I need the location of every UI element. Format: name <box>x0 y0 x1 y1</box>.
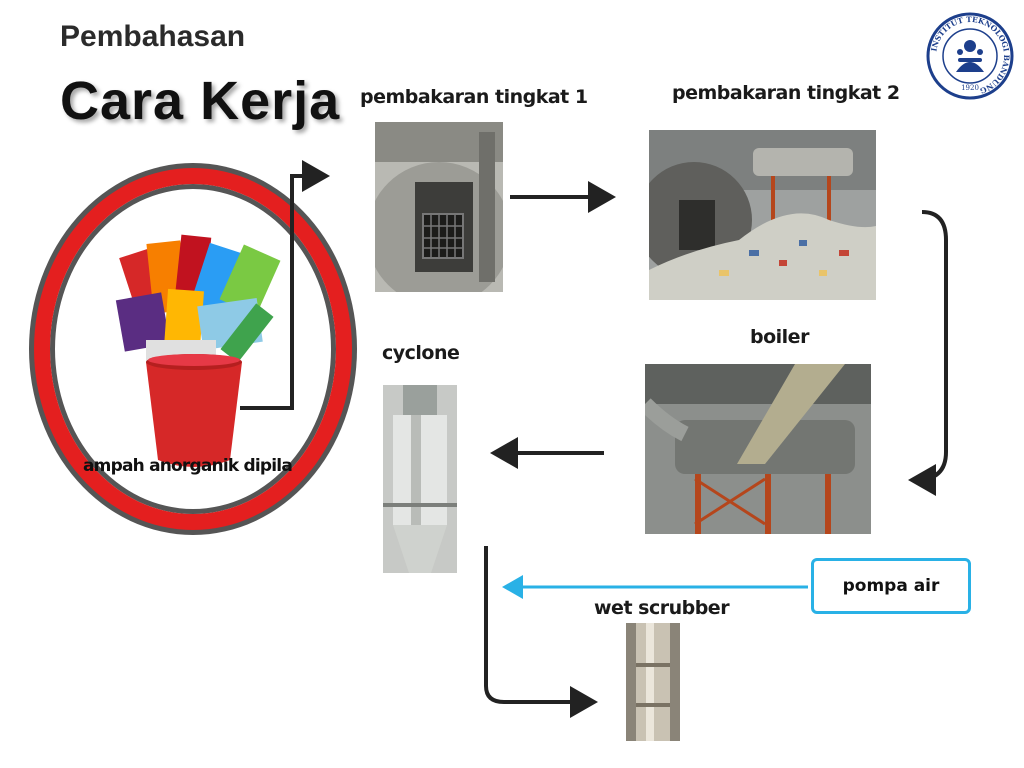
cyclone-label: cyclone <box>382 342 460 364</box>
stage1-photo <box>375 122 503 292</box>
cyclone-photo <box>383 385 457 573</box>
stage2-photo <box>649 130 876 300</box>
section-title: Pembahasan <box>60 20 246 53</box>
page-title: Cara Kerja <box>60 71 341 131</box>
scrubber-photo <box>626 623 680 741</box>
waste-step-label: ampah anorganik dipila <box>83 456 293 476</box>
incinerator-garbage-image <box>649 130 876 300</box>
wet-scrubber-image <box>636 623 670 741</box>
scrubber-label: wet scrubber <box>594 597 730 619</box>
boiler-label: boiler <box>750 326 809 348</box>
arrow-stage2-to-boiler <box>908 210 948 496</box>
stage1-label: pembakaran tingkat 1 <box>360 86 588 108</box>
itb-seal-icon: INSTITUT TEKNOLOGI BANDUNG 1920 <box>926 12 1014 100</box>
water-pump-box: pompa air <box>811 558 971 614</box>
arrow-cyclone-to-scrubber <box>484 546 598 718</box>
itb-logo: INSTITUT TEKNOLOGI BANDUNG 1920 <box>926 12 1014 100</box>
boiler-photo <box>645 364 871 534</box>
boiler-image <box>645 364 871 534</box>
stage2-label: pembakaran tingkat 2 <box>672 82 900 104</box>
incinerator-door-image <box>375 122 503 292</box>
water-pump-label: pompa air <box>842 576 940 596</box>
cyclone-image <box>383 385 457 573</box>
logo-year: 1920 <box>961 84 979 92</box>
